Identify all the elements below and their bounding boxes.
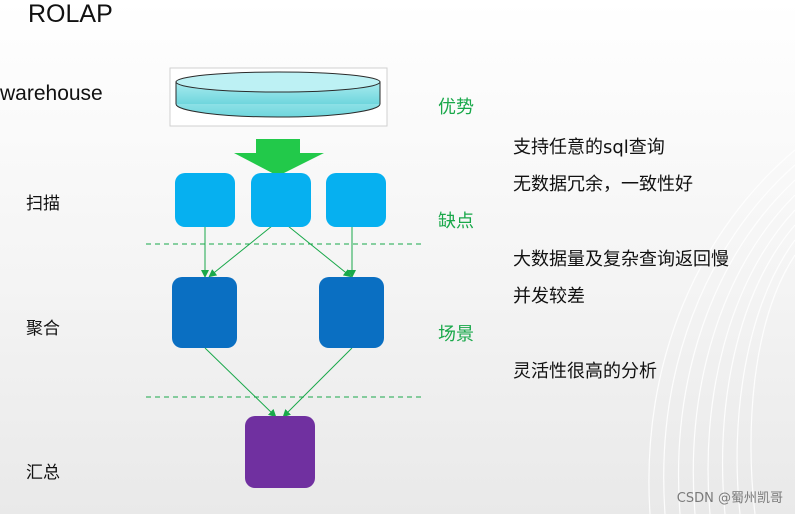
aggregate-node-1 [172,277,237,348]
arrow-agg2-sum [282,347,353,418]
scenarios-heading: 场景 [438,324,474,345]
advantage-item-2: 无数据冗余，一致性好 [513,174,693,195]
aggregate-node-2 [319,277,384,348]
arrow-agg1-sum [204,347,277,418]
page-title: ROLAP [28,0,113,28]
scan-node-1 [175,173,235,227]
advantages-heading: 优势 [438,97,474,118]
scenario-item-1: 灵活性很高的分析 [513,361,657,382]
warehouse-label: warehouse [0,82,103,105]
scan-node-2 [251,173,311,227]
disadvantage-item-2: 并发较差 [513,286,585,307]
aggregate-label: 聚合 [26,319,60,339]
disadvantage-item-1: 大数据量及复杂查询返回慢 [513,249,729,270]
warehouse-cylinder-icon [175,71,381,118]
scan-label: 扫描 [26,194,60,214]
arrow-scan2-agg2 [287,225,352,278]
arrow-scan2-agg1 [208,225,273,278]
scan-node-3 [326,173,386,227]
disadvantages-heading: 缺点 [438,211,474,232]
summary-label: 汇总 [26,463,60,483]
big-down-arrow-icon [234,139,324,176]
watermark: CSDN @蜀州凯哥 [676,491,783,506]
advantage-item-1: 支持任意的sql查询 [513,137,665,158]
summary-node [245,416,315,488]
